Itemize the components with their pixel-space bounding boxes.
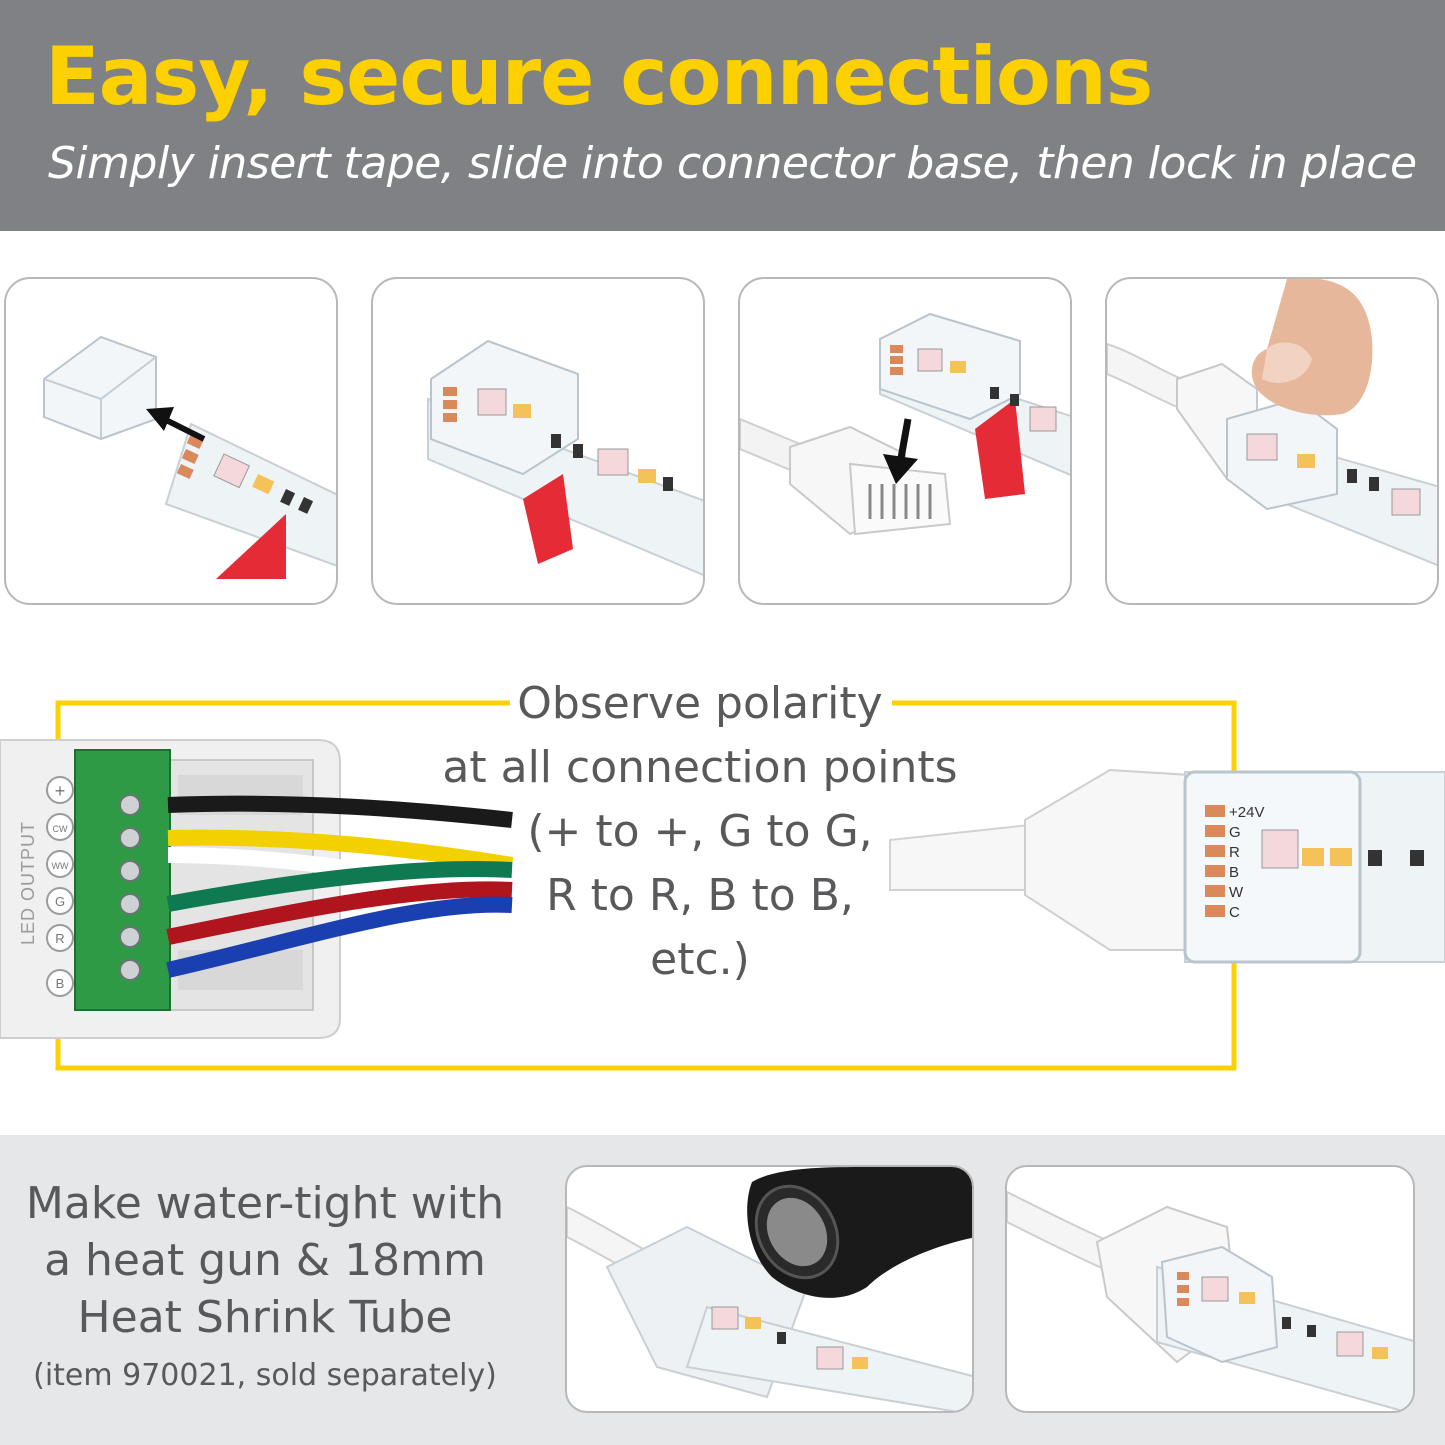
terminal-cw: CW [52, 824, 68, 834]
copper-pads [1205, 805, 1225, 917]
pin-label-w: W [1229, 884, 1244, 901]
led-output-text: LED OUTPUT [18, 821, 38, 946]
watertight-line-1: Make water-tight with [25, 1178, 505, 1229]
polarity-instructions: Observe polarity at all connection point… [440, 672, 960, 992]
page-subtitle: Simply insert tape, slide into connector… [48, 138, 1417, 189]
adhesive-tab-3m [523, 474, 573, 564]
pin-label-r: R [1229, 844, 1240, 861]
polarity-line-1: Observe polarity [517, 678, 883, 729]
terminal-plus: + [54, 781, 66, 801]
sealed-connector-illustration [1007, 1190, 1413, 1411]
pin-label-b: B [1229, 864, 1240, 881]
insert-arrow-icon [146, 407, 206, 442]
led-controller [0, 739, 514, 1039]
header-banner: Easy, secure connections Simply insert t… [0, 0, 1445, 231]
step-4-lock-in-place-panel [1105, 277, 1439, 605]
watertight-line-3: Heat Shrink Tube [77, 1292, 453, 1343]
step-3-illustration [740, 312, 1070, 536]
polarity-line-2: at all connection points [442, 742, 958, 793]
down-arrow-icon [883, 418, 918, 484]
polarity-line-5: etc.) [650, 934, 750, 985]
polarity-line-4: R to R, B to B, [546, 870, 854, 921]
polarity-guide-lines [55, 700, 1237, 1071]
pin-label-24v: +24V [1229, 804, 1265, 821]
cable-wire [1107, 342, 1183, 411]
terminal-g: G [54, 894, 66, 909]
terminal-screws [119, 794, 141, 981]
colored-wires [166, 795, 514, 978]
sealed-connector-panel [1005, 1165, 1415, 1413]
step-4-illustration [1107, 279, 1437, 567]
polarity-diagram [0, 700, 1445, 1071]
step-3-slide-into-base-panel [738, 277, 1072, 605]
terminal-r: R [55, 931, 65, 946]
step-1-illustration [43, 335, 336, 579]
adhesive-tab-3m [216, 514, 286, 579]
clear-connector-cap [1160, 1245, 1279, 1364]
pin-label-g: G [1229, 824, 1241, 841]
terminal-b: B [55, 976, 65, 991]
watertight-line-2: a heat gun & 18mm [44, 1235, 486, 1286]
terminal-ww: WW [51, 861, 69, 871]
tape-connector [889, 768, 1445, 964]
step-2-illustration [427, 339, 703, 576]
step-2-tape-inserted-panel [371, 277, 705, 605]
led-output-label: LED OUTPUT [8, 800, 48, 970]
page-title: Easy, secure connections [45, 30, 1153, 123]
clear-connector-cap [1226, 397, 1338, 511]
pin-label-c: C [1229, 904, 1240, 921]
polarity-line-3: (+ to +, G to G, [527, 806, 873, 857]
adhesive-tab-3m [975, 399, 1025, 499]
heat-gun-illustration [567, 1167, 972, 1411]
watertight-instructions: Make water-tight with a heat gun & 18mm … [20, 1175, 510, 1400]
step-1-insert-tape-panel [4, 277, 338, 605]
watertight-note: (item 970021, sold separately) [33, 1358, 497, 1393]
heat-gun-panel [565, 1165, 974, 1413]
